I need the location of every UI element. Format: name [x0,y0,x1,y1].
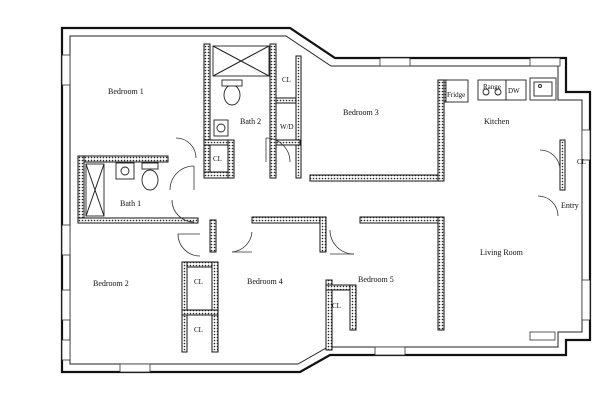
label-entry: Entry [561,201,579,210]
interior-walls [77,43,566,353]
label-closet-bath2-top: CL [282,76,291,84]
room-labels: Bedroom 1 Bath 2 Bedroom 3 Kitchen Bath … [93,87,579,288]
windows [61,54,591,373]
label-bedroom-4: Bedroom 4 [247,277,283,286]
kitchen-fixtures [445,77,557,103]
label-bedroom-1: Bedroom 1 [108,87,144,96]
label-range: Range [483,83,501,91]
label-fridge: Fridge [447,91,465,99]
label-closet-bedroom4-upper: CL [194,278,203,286]
bath2-fixtures [212,45,270,137]
appliance-labels: W/D Fridge Range DW [280,83,520,131]
label-living-room: Living Room [480,248,524,257]
closet-labels: CL CL CL CL CL CL [194,76,586,334]
label-bath-2: Bath 2 [240,117,261,126]
label-bedroom-5: Bedroom 5 [358,275,394,284]
label-closet-entry: CL [577,158,586,166]
label-closet-bedroom5: CL [332,302,341,310]
label-bedroom-3: Bedroom 3 [343,108,379,117]
label-closet-bath2-left: CL [213,155,222,163]
label-washer-dryer: W/D [280,123,294,131]
label-bath-1: Bath 1 [120,199,141,208]
label-bedroom-2: Bedroom 2 [93,279,129,288]
label-dishwasher: DW [508,87,520,95]
label-kitchen: Kitchen [484,117,509,126]
bath1-fixtures [85,162,159,217]
exterior-walls [60,26,592,374]
door-swings [169,137,561,257]
label-closet-bedroom4-lower: CL [194,326,203,334]
